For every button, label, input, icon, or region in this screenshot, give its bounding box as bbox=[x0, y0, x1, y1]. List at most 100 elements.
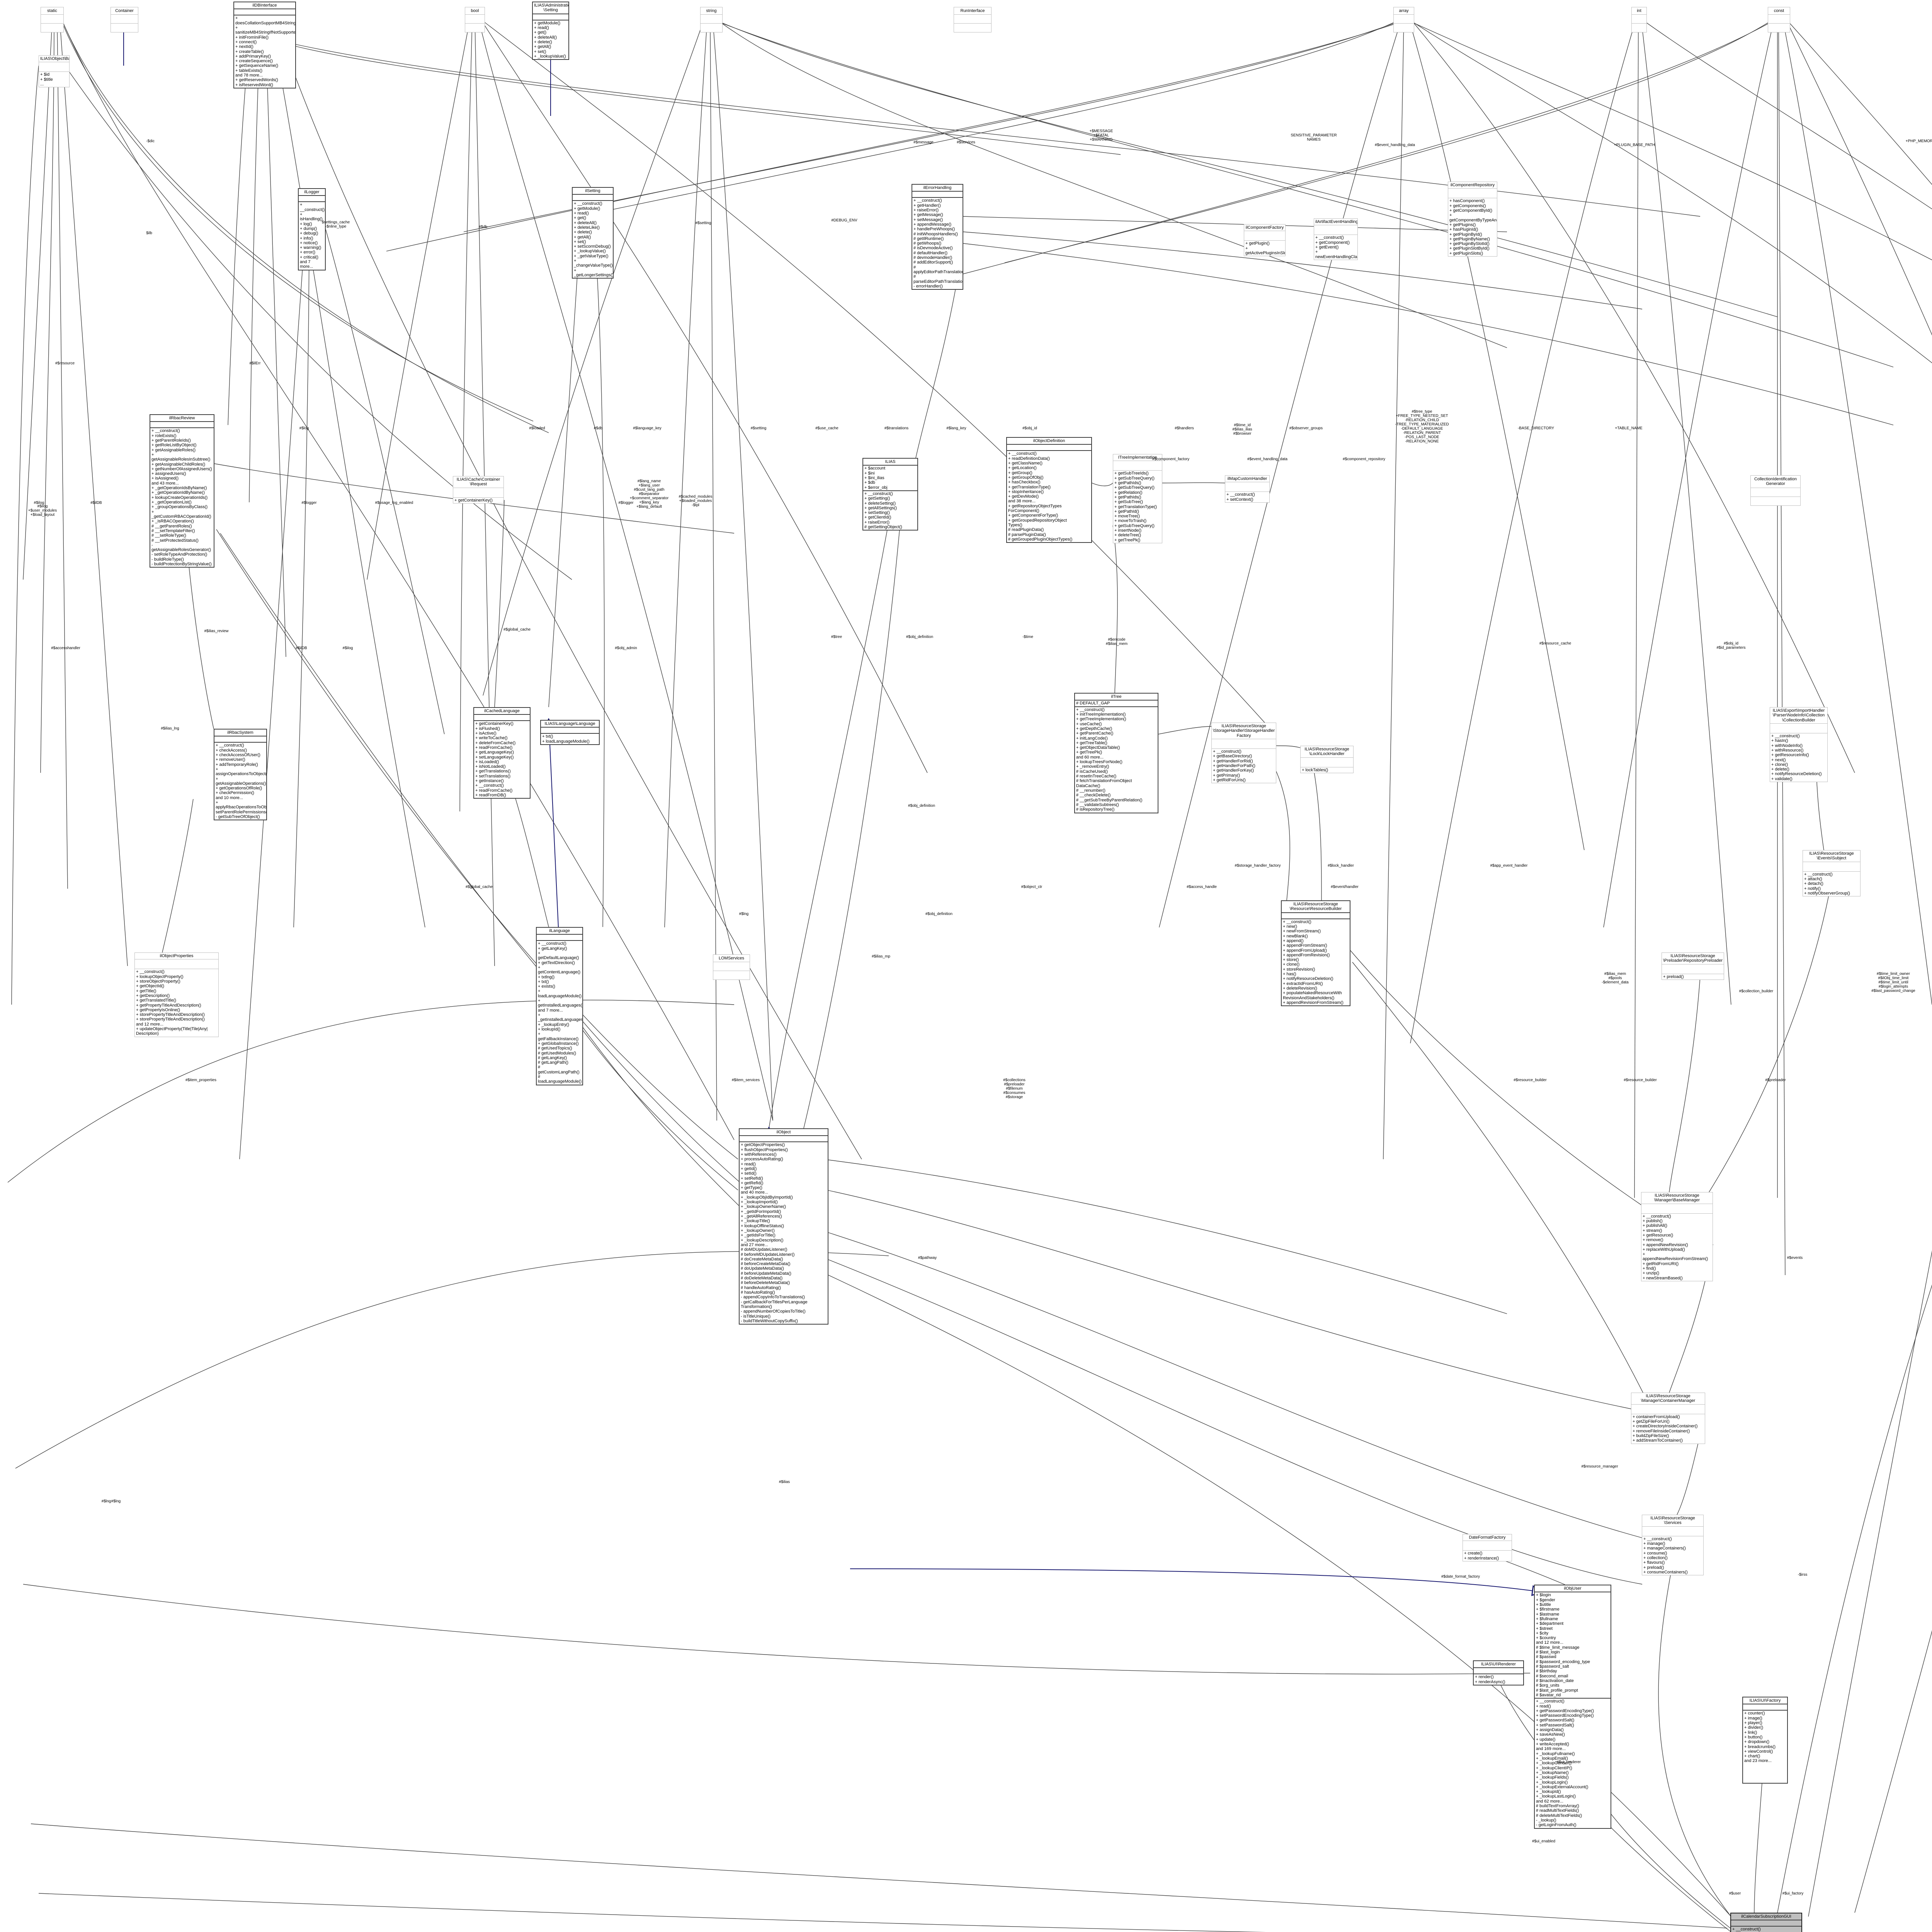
class-node-ilresourcestorage_preloader[interactable]: ILIAS\ResourceStorage \Preloader\Reposit… bbox=[1662, 952, 1724, 980]
edge-label: #$ilDB bbox=[90, 501, 102, 505]
class-node-title: ilObjectProperties bbox=[135, 953, 218, 960]
edge-label: #$obj_id #$id_parameters bbox=[1716, 641, 1746, 650]
class-node-ilerrorhandling[interactable]: ilErrorHandling+ __construct() + getHand… bbox=[912, 184, 963, 290]
edge-label: #$ui_renderer bbox=[1556, 1760, 1581, 1764]
class-node-attributes bbox=[1113, 461, 1162, 471]
class-node-operations: + __construct() + isHandling() + log() +… bbox=[300, 202, 325, 269]
class-node-ilcomponentfactory[interactable]: ilComponentFactory+ getPlugin() + getAct… bbox=[1244, 224, 1286, 257]
class-node-attributes bbox=[1225, 482, 1269, 492]
class-node-static[interactable]: static bbox=[41, 7, 64, 33]
class-node-attributes bbox=[41, 15, 63, 24]
class-node-ilias_ui_factory[interactable]: ILIAS\UI\Factory+ counter() + image() + … bbox=[1742, 1697, 1788, 1784]
class-node-ilresourcestorage_containermanager[interactable]: ILIAS\ResourceStorage \Manager\Container… bbox=[1631, 1393, 1705, 1444]
class-node-ilobjectproperties[interactable]: ilObjectProperties+ __construct() + look… bbox=[134, 952, 219, 1037]
edge-label: #$collection_builder bbox=[1739, 989, 1774, 993]
class-node-ilobject[interactable]: ilObject+ getObjectProperties() + flushO… bbox=[739, 1128, 828, 1325]
edge-label: #$lock_handler bbox=[1328, 864, 1354, 868]
class-node-operations: + txt() + loadLanguageModule() bbox=[542, 734, 590, 744]
class-node-title: ITreeImplementation bbox=[1113, 454, 1162, 461]
class-node-operations bbox=[1632, 24, 1646, 32]
class-node-ilresourcestorage_eventssubject[interactable]: ILIAS\ResourceStorage \Events\Subject+ _… bbox=[1803, 850, 1861, 897]
class-node-attributes bbox=[954, 15, 991, 24]
edge-label: SENSITIVE_PARAMETER NAMES bbox=[1291, 133, 1337, 142]
edge-label: #$cached_modules +$loaded_modules -$tpl bbox=[679, 495, 713, 507]
edge-label: #$time_id #$ilias_ilias #$browser bbox=[1232, 423, 1252, 436]
class-node-ilrbacreview[interactable]: ilRbacReview+ __construct() + roleExists… bbox=[150, 414, 214, 568]
class-node-title: int bbox=[1632, 7, 1646, 15]
class-node-ilsetting[interactable]: ilSetting+ __construct() + getModule() +… bbox=[572, 187, 614, 279]
class-node-attributes bbox=[1662, 964, 1724, 974]
class-node-ilias_obj_basic[interactable]: ILIAS\Object\BasicID+ $id + $title ... bbox=[39, 55, 70, 88]
class-node-ilcomponentrepository[interactable]: ilComponentRepository+ hasComponent() + … bbox=[1448, 182, 1497, 257]
edge-label: -BASE_DIRECTORY bbox=[1517, 426, 1554, 430]
class-node-illogger[interactable]: ilLogger+ __construct() + isHandling() +… bbox=[298, 188, 326, 270]
class-node-lomservices[interactable]: LOMServices bbox=[713, 954, 750, 980]
class-node-attributes bbox=[1731, 1920, 1801, 1927]
class-node-bool[interactable]: bool bbox=[465, 7, 485, 33]
class-node-ilias_ui_renderer[interactable]: ILIAS\UI\Renderer+ render() + renderAsyn… bbox=[1473, 1660, 1524, 1685]
class-node-ilobjuser[interactable]: ilObjUser+ $login + $gender + $utitle + … bbox=[1534, 1585, 1611, 1829]
class-node-ilias_core[interactable]: ILIAS+ $account + $ini + $ini_ilias + $d… bbox=[862, 458, 918, 531]
edge-label: #$object_ctr bbox=[1021, 885, 1043, 889]
class-node-operations: + __construct() + getLangKey() + getDefa… bbox=[538, 941, 583, 1084]
class-node-ilrbacsystem[interactable]: ilRbacSystem+ __construct() + checkAcces… bbox=[214, 729, 267, 821]
class-node-operations: + __construct() + hasIn() + withNodeInfo… bbox=[1771, 733, 1822, 781]
edge-label: #$tree_type +FREE_TYPE_NESTED_SET -RELAT… bbox=[1395, 410, 1449, 444]
class-node-collectionidentification[interactable]: CollectionIdentification Generator bbox=[1750, 475, 1801, 506]
class-node-operations: + create() + renderInstance() bbox=[1464, 1551, 1499, 1561]
class-node-title: ilObjectDefinition bbox=[1007, 438, 1091, 445]
class-node-objcustomhandler[interactable]: ilMapCustomHandler+ __construct() + setC… bbox=[1225, 475, 1270, 503]
class-node-operations bbox=[1751, 497, 1800, 505]
class-node-ilcachelanguage[interactable]: ilCachedLanguage+ getContainerKey() + is… bbox=[473, 707, 531, 799]
edge-label: #$preloader bbox=[1765, 1078, 1786, 1082]
class-node-title: ilTree bbox=[1075, 694, 1158, 701]
class-node-illanguage[interactable]: ilLanguage+ __construct() + getLangKey()… bbox=[536, 927, 583, 1085]
class-node-title: ILIAS\Administration \Setting bbox=[533, 2, 568, 14]
class-node-attributes bbox=[1007, 445, 1091, 451]
edge-label: #$db bbox=[478, 225, 488, 229]
class-node-ilias_language_language[interactable]: ILIAS\Language\Language+ txt() + loadLan… bbox=[540, 720, 600, 745]
class-node-container[interactable]: Container bbox=[111, 7, 138, 33]
class-node-title: RunInterface bbox=[954, 7, 991, 15]
class-node-title: CollectionIdentification Generator bbox=[1751, 476, 1800, 488]
class-node-const[interactable]: const bbox=[1768, 7, 1790, 33]
class-node-attributes bbox=[1448, 189, 1497, 199]
class-node-attributes bbox=[1632, 15, 1646, 24]
class-node-ilresourcestorage_storagehandler[interactable]: ILIAS\ResourceStorage \StorageHandler\St… bbox=[1211, 723, 1276, 784]
class-node-operations bbox=[954, 24, 991, 32]
class-node-ilastimplementation[interactable]: ITreeImplementation + getSubTreeIds() + g… bbox=[1113, 454, 1162, 543]
class-node-operations: + containerFromUpload() + getZipFileForU… bbox=[1633, 1414, 1698, 1443]
class-node-ilias_admin_setting[interactable]: ILIAS\Administration \Setting+ getModule… bbox=[532, 2, 569, 60]
edge-label: #$ilDB bbox=[296, 646, 307, 650]
class-node-ilresourcestorage_services[interactable]: ILIAS\ResourceStorage \Services+ __const… bbox=[1642, 1515, 1704, 1576]
edge-label: #$events bbox=[1787, 1256, 1803, 1260]
class-node-operations: + getSubTreeIds() + getSubTreeQuery() + … bbox=[1114, 471, 1157, 543]
edge-label: #$user bbox=[1729, 1891, 1741, 1896]
class-node-attributes: # DEFAULT_GAP bbox=[1075, 701, 1158, 707]
class-node-title: ILIAS\ResourceStorage \Preloader\Reposit… bbox=[1662, 953, 1724, 964]
class-node-ilresourcestorage_inputhandler[interactable]: ILIAS\Export\ImportHandler \Parser\NodeI… bbox=[1770, 707, 1828, 782]
class-node-runinterface[interactable]: RunInterface bbox=[954, 7, 992, 33]
class-node-ilresourcestorage_lockhandler[interactable]: ILIAS\ResourceStorage \Lock\LockHandler+… bbox=[1300, 746, 1354, 773]
class-node-iltree[interactable]: ilTree# DEFAULT_GAP+ __construct() + ini… bbox=[1074, 693, 1158, 813]
class-node-ilcachecontainerrequest[interactable]: ILIAS\Cache\Container \Request+ getConta… bbox=[453, 476, 504, 503]
class-node-ilresourcestorage_revisionbuilder[interactable]: ILIAS\ResourceStorage \Resource\Resource… bbox=[1281, 900, 1350, 1007]
class-node-int[interactable]: int bbox=[1631, 7, 1647, 33]
class-node-string[interactable]: string bbox=[700, 7, 723, 33]
class-node-title: ilCachedLanguage bbox=[474, 708, 530, 715]
class-node-ilobjectdefinition[interactable]: ilObjectDefinition+ __construct() + read… bbox=[1006, 437, 1092, 543]
edge-label: #$resource bbox=[55, 361, 75, 366]
class-node-attributes bbox=[537, 935, 582, 941]
edge-label: #$lng bbox=[739, 912, 749, 916]
edge-label: $ilb bbox=[146, 231, 152, 235]
class-node-array[interactable]: array bbox=[1393, 7, 1414, 33]
class-node-attributes bbox=[111, 15, 138, 24]
class-node-ilresourcestorage_basemanager[interactable]: ILIAS\ResourceStorage \Manager\BaseManag… bbox=[1641, 1192, 1713, 1281]
class-node-ildbinterface[interactable]: ilDBInterface+ doesCollationSupportMB4St… bbox=[233, 2, 296, 88]
class-node-ilartifacteventhandlingdata[interactable]: ilArtifactEventHandlingData+ __construct… bbox=[1314, 218, 1358, 260]
edge-label: #$usage_log_enabled bbox=[375, 501, 413, 505]
class-node-ilcalendarsubscriptiongui[interactable]: ilCalendarSubscriptionGUI+ __construct()… bbox=[1730, 1913, 1802, 1932]
class-node-dateformatfactory[interactable]: DateFormatFactory+ create() + renderInst… bbox=[1463, 1534, 1512, 1561]
class-node-title: ilMapCustomHandler bbox=[1225, 476, 1269, 483]
